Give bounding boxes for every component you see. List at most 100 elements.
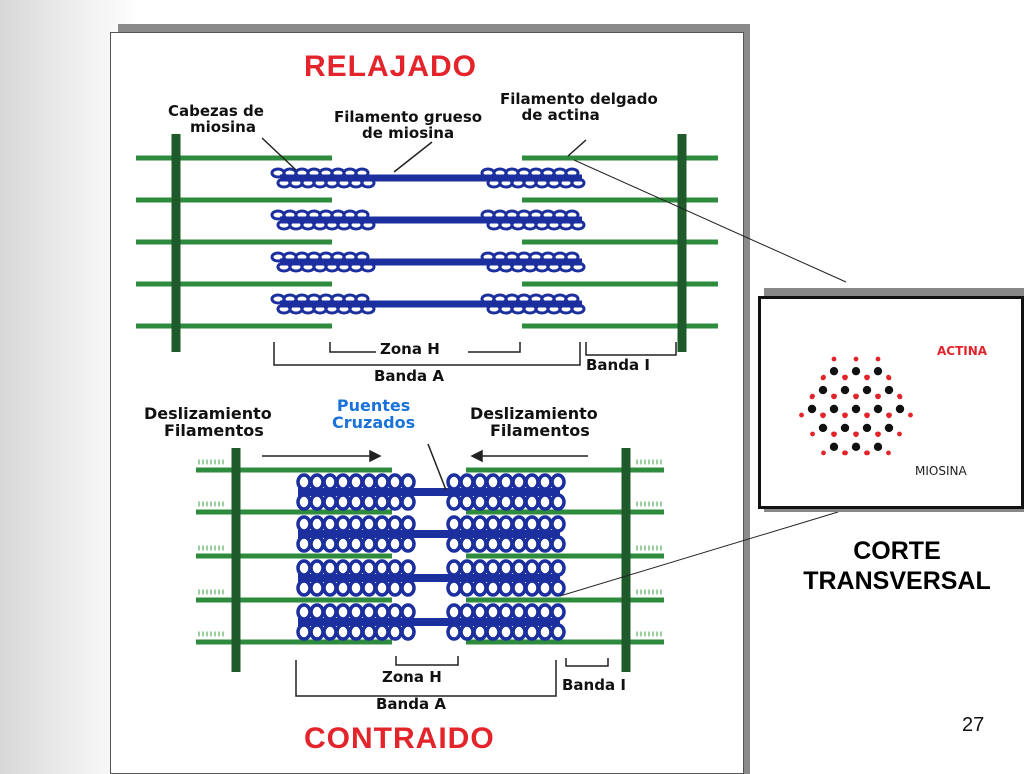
cross-bridge-head <box>511 493 527 511</box>
cross-bridge-head <box>537 535 553 553</box>
actin-dot <box>831 356 837 362</box>
myosin-heads-line-1: Cabezas de <box>168 102 264 120</box>
myosin-head <box>540 209 556 221</box>
myosin-head <box>282 209 298 221</box>
cross-bridge-head <box>550 515 566 533</box>
cross-bridges-line-2: Cruzados <box>332 412 416 432</box>
myosin-head <box>324 219 340 231</box>
actin-dot <box>864 375 870 381</box>
actin-dot <box>810 431 815 437</box>
cross-bridge-head <box>511 579 527 597</box>
myosin-head <box>552 209 568 221</box>
myosin-head <box>300 261 316 273</box>
cross-bridge-head <box>309 603 325 621</box>
cross-bridge-head <box>537 623 553 641</box>
cross-bridge-head <box>459 579 475 597</box>
myosin-head <box>312 177 328 189</box>
myosin-head <box>564 293 580 305</box>
myosin-head <box>312 303 328 315</box>
myosin-head <box>498 261 514 273</box>
myosin-head <box>570 219 586 231</box>
myosin-head <box>330 293 346 305</box>
myosin-head <box>336 261 352 273</box>
cross-bridge-head <box>348 515 364 533</box>
myosin-head <box>312 261 328 273</box>
cross-bridge-head <box>296 603 312 621</box>
cross-bridge-head <box>498 473 514 491</box>
cross-bridge-head <box>511 603 527 621</box>
myosin-head <box>294 251 310 263</box>
myosin-head <box>336 303 352 315</box>
actin-dot <box>908 412 913 418</box>
myosin-head <box>294 209 310 221</box>
actin-dot <box>843 450 848 456</box>
cross-bridge-head <box>537 603 553 621</box>
cross-bridge-head <box>296 515 312 533</box>
cross-bridges-label: Puentes Cruzados <box>332 397 416 432</box>
thin-filament-line-1: Filamento delgado <box>500 90 658 108</box>
myosin-dot <box>862 385 872 395</box>
myosin-head <box>276 261 292 273</box>
myosin-head <box>534 177 550 189</box>
myosin-head <box>486 303 502 315</box>
myosin-head <box>324 303 340 315</box>
myosin-head <box>360 303 376 315</box>
myosin-head <box>270 251 286 263</box>
myosin-head <box>300 177 316 189</box>
myosin-head <box>552 251 568 263</box>
sliding-right-line-2: Filamentos <box>490 420 590 440</box>
relaxed-i-band-bracket <box>585 342 677 356</box>
cross-bridge-head <box>446 623 462 641</box>
myosin-head <box>276 177 292 189</box>
cross-bridge-head <box>348 603 364 621</box>
cross-bridge-head <box>361 579 377 597</box>
cross-bridge-head <box>400 579 416 597</box>
myosin-head <box>546 219 562 231</box>
cross-bridge-head <box>511 559 527 577</box>
cross-bridge-head <box>296 623 312 641</box>
relaxed-a-band-bracket <box>273 342 581 366</box>
sliding-arrows <box>262 449 588 463</box>
myosin-heads-line-2: miosina <box>190 117 256 136</box>
myosin-head <box>492 251 508 263</box>
myosin-head <box>516 293 532 305</box>
myosin-head <box>318 293 334 305</box>
myosin-head <box>486 261 502 273</box>
myosin-head <box>552 167 568 179</box>
cross-bridge-head <box>387 535 403 553</box>
actin-dot <box>821 450 826 456</box>
myosin-head <box>570 261 586 273</box>
cross-bridge-head <box>498 559 514 577</box>
contracted-h-zone-label: Zona H <box>382 668 442 686</box>
cross-bridge-head <box>472 535 488 553</box>
cross-bridge-head <box>361 623 377 641</box>
myosin-dot <box>818 423 828 433</box>
myosin-head <box>480 251 496 263</box>
actin-dot <box>886 413 892 419</box>
myosin-head <box>336 219 352 231</box>
cross-bridge-head <box>309 559 325 577</box>
myosin-head <box>480 293 496 305</box>
cross-bridge-head <box>472 623 488 641</box>
cross-bridge-head <box>322 559 338 577</box>
thick-filament-label: Filamento grueso de miosina <box>334 109 482 142</box>
myosin-head <box>480 209 496 221</box>
myosin-head <box>540 251 556 263</box>
cross-bridge-head <box>400 623 416 641</box>
cross-bridge-head <box>485 623 501 641</box>
myosin-head <box>300 303 316 315</box>
cross-bridge-head <box>322 623 338 641</box>
contracted-sarcomere <box>196 448 664 672</box>
cross-bridge-head <box>348 623 364 641</box>
relaxed-sarcomere <box>136 134 718 352</box>
myosin-head <box>522 261 538 273</box>
cross-bridge-head <box>348 535 364 553</box>
actin-dot <box>853 356 859 362</box>
myosin-head <box>558 177 574 189</box>
actin-dot <box>875 432 881 438</box>
cross-bridge-head <box>485 579 501 597</box>
cross-bridge-head <box>374 559 390 577</box>
myosin-head <box>534 303 550 315</box>
cross-bridge-head <box>446 559 462 577</box>
